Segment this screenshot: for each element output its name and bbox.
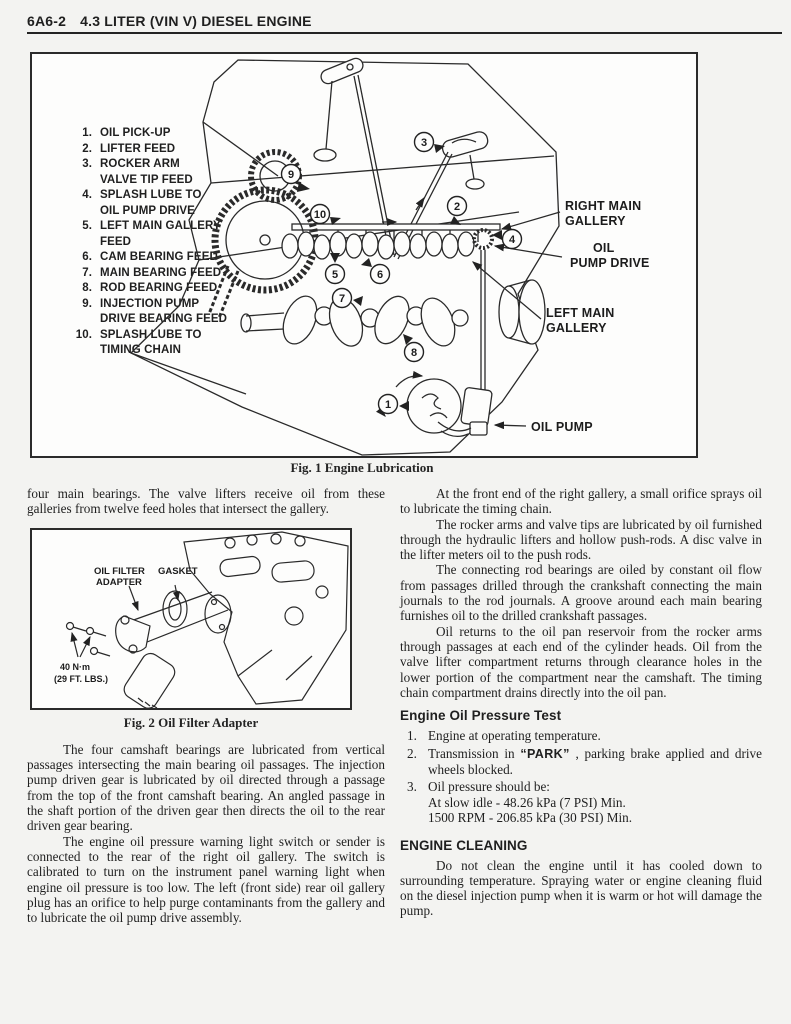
svg-text:2: 2: [454, 201, 460, 213]
label-gasket: GASKET: [158, 566, 198, 577]
label-oil-pump-drive: OIL: [593, 241, 615, 255]
svg-text:7: 7: [339, 293, 345, 305]
page-title: 4.3 LITER (VIN V) DIESEL ENGINE: [80, 13, 312, 29]
oil-filter-adapter-diagram: OIL FILTER ADAPTER GASKET 40 N·m (29 FT.…: [54, 530, 349, 709]
legend-item: 1.OIL PICK-UP: [82, 127, 171, 139]
svg-text:ADAPTER: ADAPTER: [96, 577, 142, 588]
list-item: 1. Engine at operating temperature.: [407, 728, 601, 744]
legend-item: 8.ROD BEARING FEED: [82, 282, 218, 294]
figure-1-engine-lubrication: 1.OIL PICK-UP 2.LIFTER FEED 3.ROCKER ARM…: [30, 52, 698, 458]
svg-text:4: 4: [509, 234, 516, 246]
right-column: At the front end of the right gallery, a…: [400, 486, 762, 919]
svg-text:3: 3: [421, 137, 427, 149]
label-left-main-gallery: LEFT MAIN: [546, 306, 614, 320]
legend-item: 9.INJECTION PUMP DRIVE BEARING FEED: [82, 297, 228, 326]
paragraph: The rocker arms and valve tips are lubri…: [400, 516, 762, 563]
paragraph: Do not clean the engine until it has coo…: [400, 857, 762, 919]
paragraph: Oil returns to the oil pan reservoir fro…: [400, 623, 762, 700]
fig1-callout-numbers: 9 10 3 2 4 5 6 7 8 1: [288, 137, 516, 411]
paragraph: four main bearings. The valve lifters re…: [27, 486, 385, 517]
figure-2-oil-filter-adapter: OIL FILTER ADAPTER GASKET 40 N·m (29 FT.…: [30, 527, 352, 730]
spec-line: At slow idle - 48.26 kPa (7 PSI) Min.: [428, 794, 626, 810]
page-header: 6A6-2 4.3 LITER (VIN V) DIESEL ENGINE: [27, 13, 782, 34]
left-column: four main bearings. The valve lifters re…: [27, 486, 385, 925]
svg-text:PUMP DRIVE: PUMP DRIVE: [570, 256, 650, 270]
paragraph: The four camshaft bearings are lubricate…: [27, 741, 385, 834]
page-number: 6A6-2: [27, 13, 67, 29]
svg-text:(29 FT. LBS.): (29 FT. LBS.): [54, 674, 108, 684]
legend-item: 6.CAM BEARING FEED: [82, 251, 218, 263]
legend-item: 5.LEFT MAIN GALLERY FEED: [82, 220, 221, 248]
list-item: 3. Oil pressure should be: At slow idle …: [400, 779, 762, 825]
label-oil-pump: OIL PUMP: [531, 420, 593, 434]
engine-lubrication-diagram: 9 10 3 2 4 5 6 7 8 1 RIGHT MAIN GALLERY …: [129, 57, 650, 456]
paragraph: At the front end of the right gallery, a…: [400, 486, 762, 517]
paragraph: The engine oil pressure warning light sw…: [27, 833, 385, 926]
park-emphasis: “PARK”: [520, 746, 570, 761]
svg-text:6: 6: [377, 269, 383, 281]
spec-line: 1500 RPM - 206.85 kPa (30 PSI) Min.: [428, 809, 633, 825]
svg-text:1: 1: [385, 399, 391, 411]
legend-item: 7.MAIN BEARING FEED: [82, 266, 222, 279]
legend-item: 4.SPLASH LUBE TO OIL PUMP DRIVE: [82, 189, 202, 217]
label-right-main-gallery: RIGHT MAIN: [565, 199, 641, 213]
legend-item: 2.LIFTER FEED: [82, 142, 176, 155]
heading-engine-cleaning: ENGINE CLEANING: [400, 838, 528, 854]
svg-text:8: 8: [411, 347, 417, 359]
paragraph: The connecting rod bearings are oiled by…: [400, 562, 762, 624]
fig1-caption: Fig. 1 Engine Lubrication: [290, 460, 434, 475]
svg-text:9: 9: [288, 169, 294, 181]
fig1-legend: 1.OIL PICK-UP 2.LIFTER FEED 3.ROCKER ARM…: [68, 126, 258, 359]
legend-item: 3.ROCKER ARM VALVE TIP FEED: [82, 158, 193, 186]
svg-text:GALLERY: GALLERY: [565, 214, 626, 228]
label-oil-filter-adapter: OIL FILTER: [94, 566, 145, 577]
svg-text:5: 5: [332, 269, 338, 281]
list-item: 2. Transmission in “PARK” , parking brak…: [407, 745, 762, 778]
fig2-caption: Fig. 2 Oil Filter Adapter: [123, 714, 259, 730]
svg-text:GALLERY: GALLERY: [546, 321, 607, 335]
svg-text:10: 10: [314, 209, 326, 221]
heading-engine-oil-pressure-test: Engine Oil Pressure Test: [400, 708, 562, 724]
label-torque: 40 N·m: [60, 662, 90, 672]
